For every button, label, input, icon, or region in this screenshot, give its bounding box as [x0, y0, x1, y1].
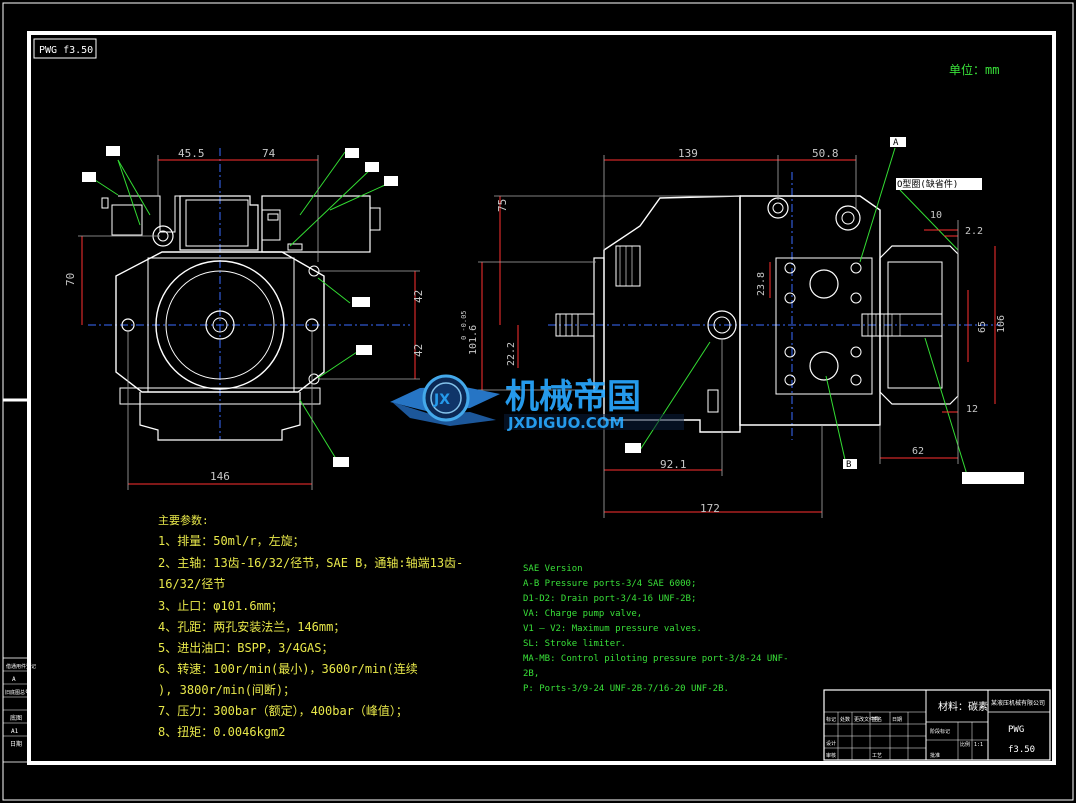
tb-small-11: 阶段标记: [930, 728, 950, 735]
tb-small-3: 更改文件号: [854, 716, 879, 723]
dim-23-8: 23.8: [756, 272, 767, 296]
dim-10: 10: [930, 210, 942, 221]
watermark-en: JXDIGUO.COM: [507, 414, 624, 432]
tb-small-10: 1:1: [974, 742, 983, 748]
param-line-10: 8、扭矩：0.0046kgm2: [158, 725, 285, 739]
sae-version-notes: SAE Version A-B Pressure ports-3/4 SAE 6…: [523, 564, 789, 694]
dim-70: 70: [64, 273, 77, 286]
drawing-border: [27, 31, 1056, 765]
dim-45-5: 45.5: [178, 147, 205, 160]
front-view: 45.5 74 70 42 42 146: [64, 146, 425, 490]
o-ring-tag: O型圈(缺省件): [897, 178, 958, 190]
param-line-7: 6、转速：100r/min(最小)，3600r/min(连续: [158, 661, 418, 676]
title-material: 材料：碳素: [938, 700, 988, 713]
strip-label-1: 借通用件登记: [6, 663, 36, 670]
sae-line-1: SAE Version: [523, 564, 583, 574]
main-parameters: 主要参数: 1、排量：50ml/r，左旋； 2、主轴：13齿-16/32/径节，…: [158, 513, 463, 739]
tb-small-7: 审核: [826, 752, 836, 759]
watermark: JX 机械帝国 JXDIGUO.COM: [390, 374, 684, 432]
tb-small-1: 标记: [826, 716, 836, 723]
param-line-8: ), 3800r/min(间断)；: [158, 682, 295, 697]
dim-139: 139: [678, 147, 698, 160]
unit-label: 单位：mm: [949, 62, 999, 77]
tb-small-9: 比例: [960, 741, 970, 748]
strip-label-4: 底图: [10, 714, 22, 722]
dim-22-2: 22.2: [506, 342, 517, 366]
sae-line-4: VA: Charge pump valve,: [523, 609, 642, 619]
param-line-4: 3、止口：φ101.6mm；: [158, 599, 283, 613]
title-company: 某液压机械有限公司: [991, 699, 1045, 707]
title-code: PWG: [1008, 725, 1024, 735]
dim-74: 74: [262, 147, 276, 160]
tb-small-8: 工艺: [872, 753, 882, 759]
watermark-cn: 机械帝国: [505, 377, 641, 417]
dim-146: 146: [210, 470, 230, 483]
tag-a: A: [893, 138, 899, 148]
param-line-3: 16/32/径节: [158, 577, 225, 591]
sae-line-6: SL: Stroke limiter.: [523, 639, 626, 649]
tb-small-4: 签名: [872, 716, 882, 723]
side-view: O型圈(缺省件) A B 139 50.8 75 101.6 0 -0.05: [460, 137, 1024, 518]
sae-line-2: A-B Pressure ports-3/4 SAE 6000;: [523, 579, 696, 589]
dim-50-8: 50.8: [812, 147, 839, 160]
sae-line-3: D1-D2: Drain port-3/4-16 UNF-2B;: [523, 594, 696, 604]
dim-42-lower: 42: [412, 344, 425, 357]
code-box-text: PWG f3.50: [39, 45, 93, 56]
tb-small-5: 日期: [892, 717, 902, 723]
sae-line-9: P: Ports-3/9-24 UNF-2B-7/16-20 UNF-2B.: [523, 684, 729, 694]
dim-65: 65: [977, 321, 988, 333]
dim-12: 12: [966, 404, 978, 415]
dim-62: 62: [912, 446, 924, 457]
dim-75: 75: [496, 199, 509, 212]
title-code-2: f3.50: [1008, 745, 1035, 755]
dim-101-6-tol: 0 -0.05: [460, 310, 468, 340]
param-line-5: 4、孔距：两孔安装法兰，146mm；: [158, 619, 345, 634]
dim-101-6: 101.6: [468, 325, 479, 355]
dim-42-upper: 42: [412, 290, 425, 303]
sae-line-5: V1 — V2: Maximum pressure valves.: [523, 624, 702, 634]
param-line-1: 1、排量：50ml/r，左旋；: [158, 533, 305, 548]
params-title: 主要参数:: [158, 513, 209, 527]
param-line-6: 5、进出油口：BSPP，3/4GAS；: [158, 641, 333, 655]
code-box: [33, 38, 97, 59]
tb-small-2: 处数: [840, 716, 850, 723]
strip-label-5: A1: [11, 728, 19, 735]
param-line-2: 2、主轴：13齿-16/32/径节，SAE B，通轴:轴端13齿-: [158, 555, 463, 570]
tb-small-12: 批准: [930, 752, 940, 759]
sae-line-8: 2B,: [523, 669, 539, 679]
watermark-logo: JX: [433, 392, 450, 408]
dim-106: 106: [996, 315, 1007, 333]
tag-b: B: [846, 460, 851, 470]
tb-small-6: 设计: [826, 740, 836, 747]
dim-172: 172: [700, 502, 720, 515]
strip-label-3: 旧底图总号: [5, 689, 30, 696]
strip-label-2: A: [12, 676, 16, 683]
title-block: 材料：碳素 某液压机械有限公司 PWG f3.50 标记 处数 更改文件号 签名…: [823, 689, 1051, 761]
dim-92-1: 92.1: [660, 458, 687, 471]
strip-label-6: 日期: [10, 740, 22, 748]
param-line-9: 7、压力：300bar（额定），400bar（峰值）；: [158, 703, 408, 718]
left-strip: 借通用件登记 A 旧底图总号 底图 A1 日期: [2, 657, 36, 763]
sae-line-7: MA-MB: Control piloting pressure port-3/…: [523, 654, 789, 664]
dim-2-2: 2.2: [965, 226, 983, 237]
